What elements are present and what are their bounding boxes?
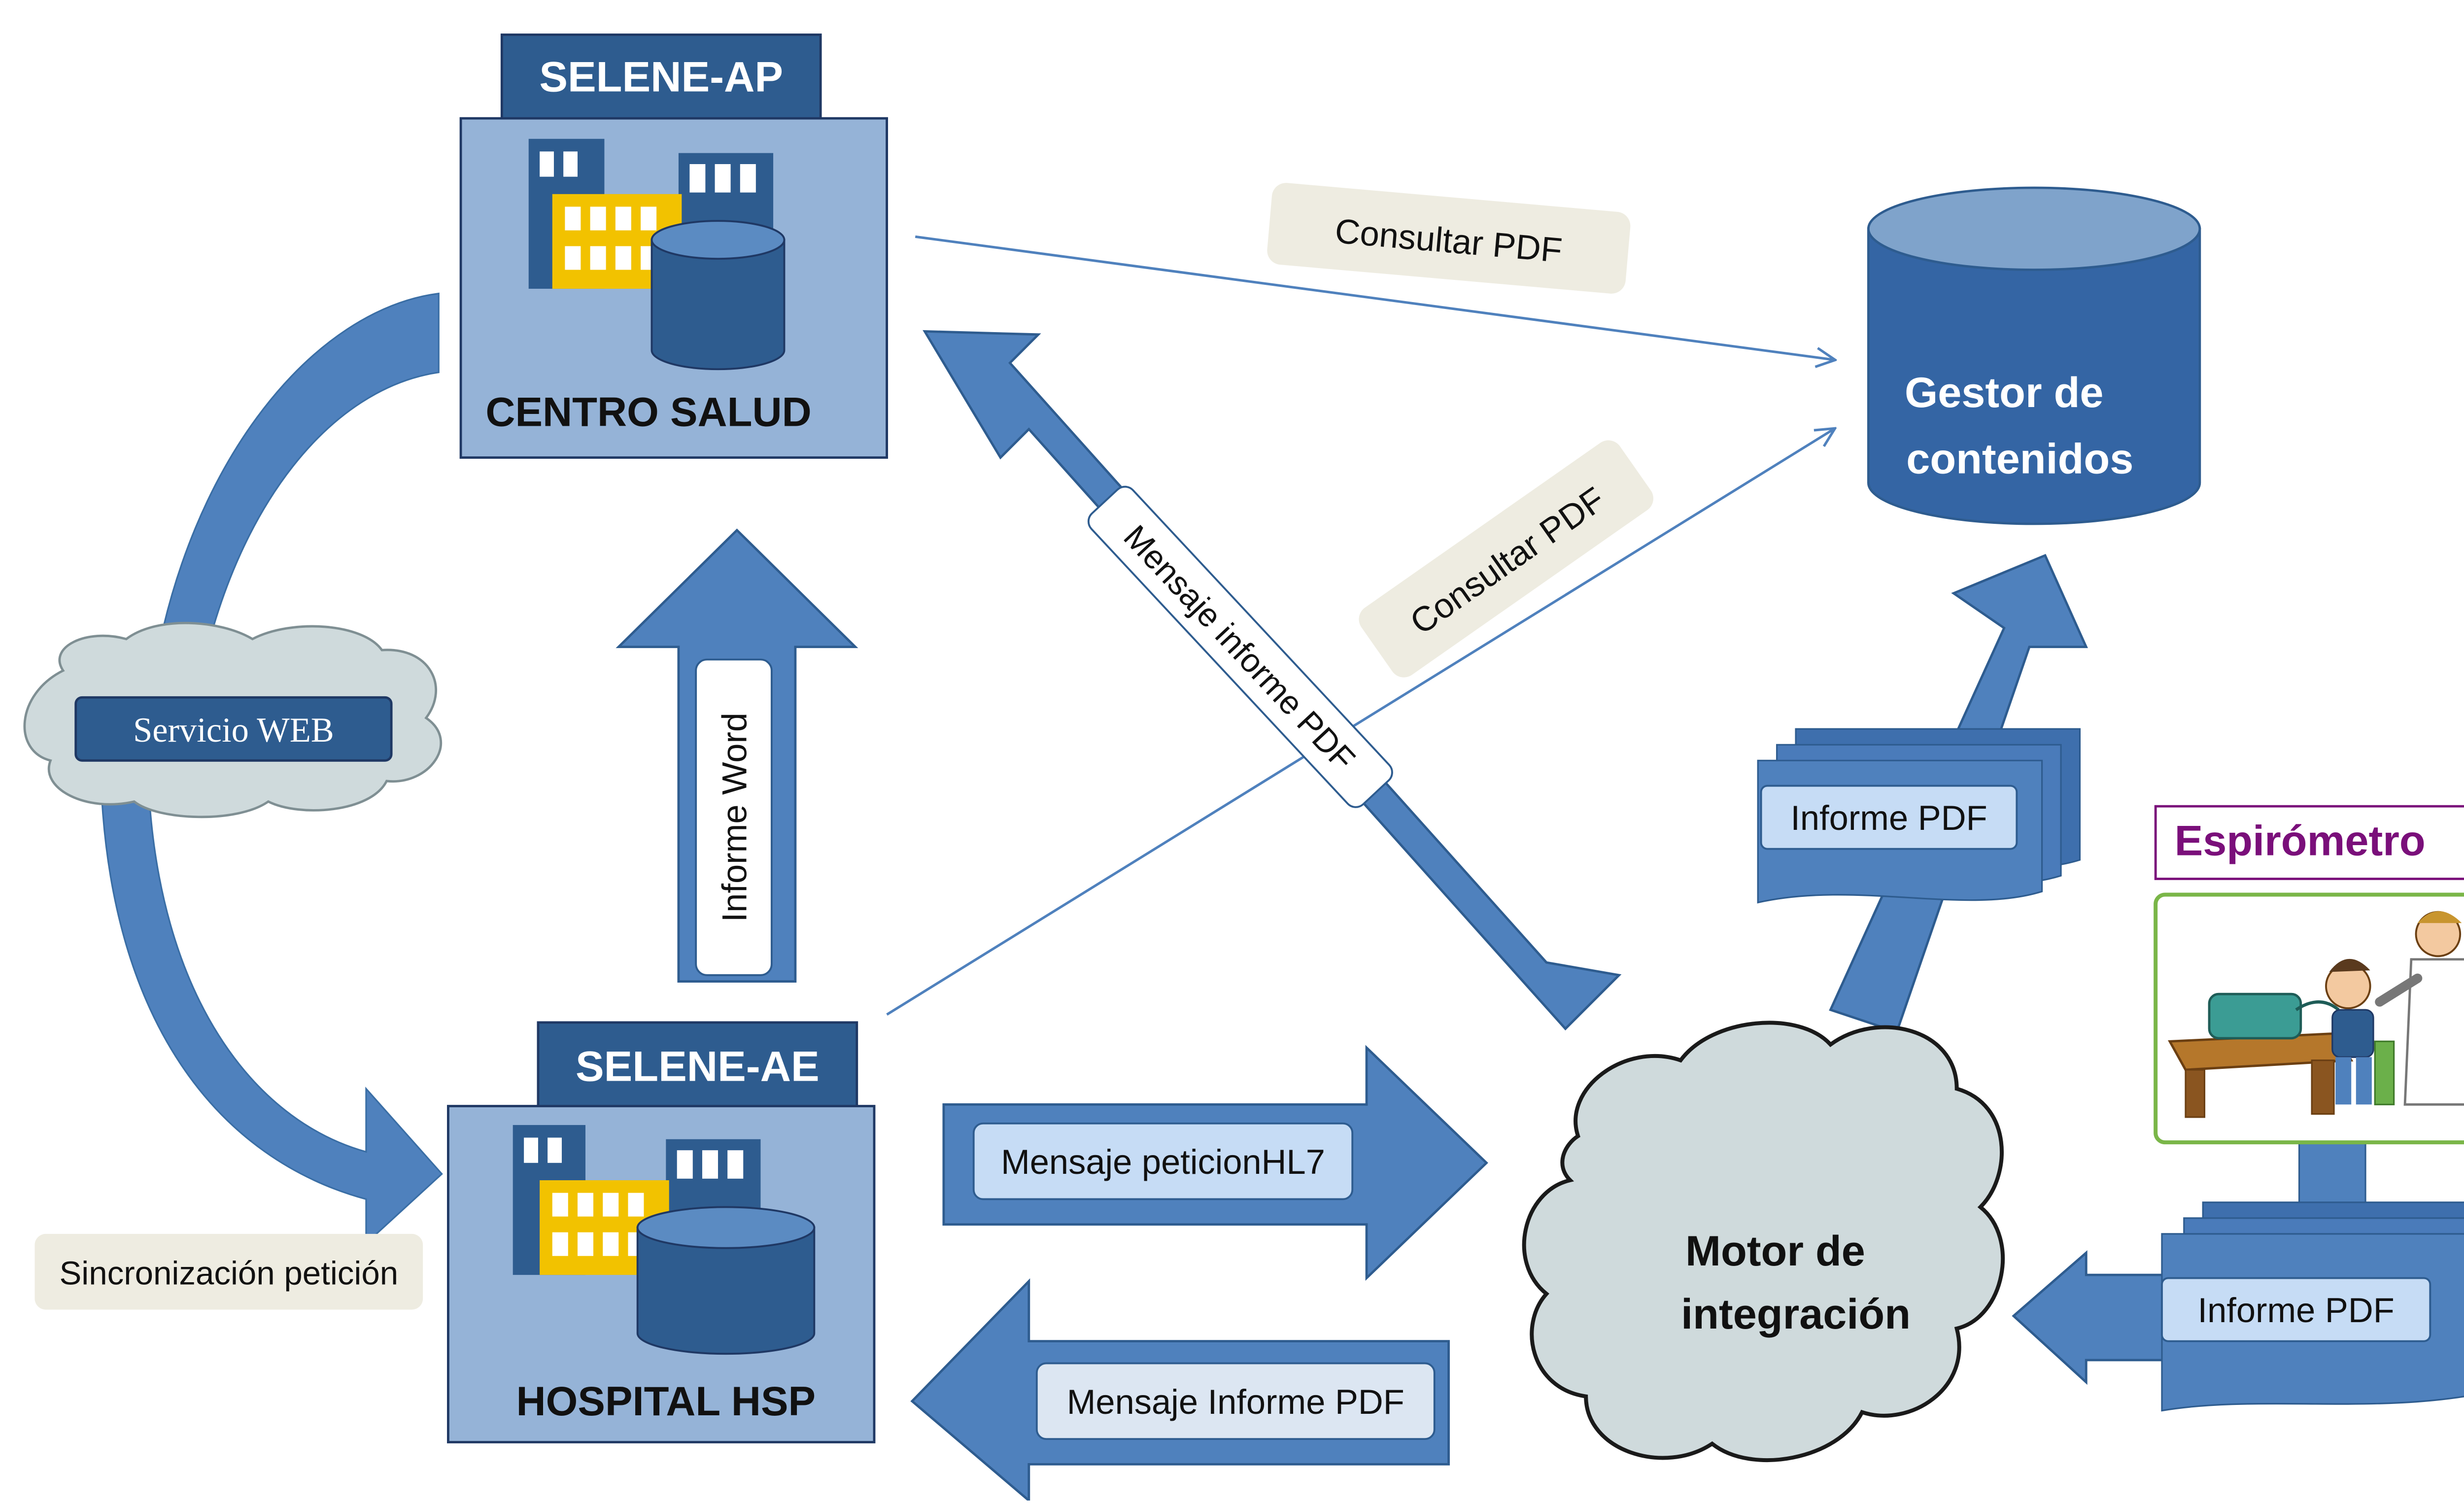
informe-pdf-lower-label: Informe PDF bbox=[2198, 1291, 2395, 1330]
mensaje-informe-pdf-bottom-label: Mensaje Informe PDF bbox=[1067, 1382, 1404, 1421]
selene-ap-label: SELENE-AP bbox=[539, 54, 783, 101]
espirometro-label: Espirómetro bbox=[2175, 817, 2426, 864]
sync-curve-top-arrow bbox=[152, 292, 440, 680]
sync-curve-bottom-arrow bbox=[100, 780, 443, 1245]
mensaje-peticion-label: Mensaje peticionHL7 bbox=[1001, 1142, 1325, 1181]
informe-word-note: Informe Word bbox=[695, 658, 773, 976]
gestor-label-line1: Gestor de bbox=[1905, 369, 2104, 416]
selene-ae-label: SELENE-AE bbox=[576, 1043, 820, 1090]
motor-label-line1: Motor de bbox=[1685, 1228, 1865, 1275]
centro-salud-label: CENTRO SALUD bbox=[485, 389, 811, 435]
gestor-label-line2: contenidos bbox=[1906, 436, 2133, 483]
consultar-pdf-line-diagonal bbox=[886, 429, 1834, 1016]
informe-word-label: Informe Word bbox=[715, 713, 754, 922]
sincronizacion-note: Sincronización petición bbox=[34, 1233, 423, 1310]
consultar-pdf-top-note: Consultar PDF bbox=[1267, 183, 1631, 294]
mensaje-informe-pdf-bottom-note: Mensaje Informe PDF bbox=[1035, 1362, 1436, 1440]
mensaje-informe-pdf-diagonal-label: Mensaje informe PDF bbox=[1116, 518, 1362, 778]
database-icon bbox=[636, 1206, 816, 1355]
selene-ae-tab bbox=[537, 1021, 858, 1109]
gestor-contenidos-node: Gestor de contenidos bbox=[1867, 186, 2201, 525]
motor-integracion-cloud: Motor de integración bbox=[1522, 1021, 2005, 1463]
espirometro-connector bbox=[2298, 1138, 2366, 1213]
consultar-pdf-line-top bbox=[915, 235, 1834, 360]
informe-pdf-stack-upper: Informe PDF bbox=[1757, 728, 2081, 904]
espirometro-title-box bbox=[2154, 805, 2464, 880]
hospital-node: SELENE-AE HOSPITAL HSP bbox=[447, 1021, 876, 1443]
motor-label-line2: integración bbox=[1681, 1291, 1911, 1338]
database-icon bbox=[650, 220, 786, 371]
espirometro-node: Espirómetro bbox=[2154, 805, 2464, 1145]
hospital-label: HOSPITAL HSP bbox=[516, 1378, 816, 1424]
informe-pdf-upper-label: Informe PDF bbox=[1790, 798, 1987, 837]
mensaje-informe-pdf-diagonal-note: Mensaje informe PDF bbox=[1087, 485, 1393, 808]
sincronizacion-label: Sincronización petición bbox=[59, 1255, 398, 1292]
selene-ap-tab bbox=[500, 34, 822, 121]
spirometry-illustration bbox=[2168, 911, 2464, 1118]
servicio-web-cloud: Servicio WEB bbox=[23, 621, 443, 819]
informe-pdf-stack-lower: Informe PDF bbox=[2161, 1201, 2464, 1412]
centro-salud-node: SELENE-AP CENTRO SALUD bbox=[459, 34, 889, 459]
consultar-pdf-diagonal-note: Consultar PDF bbox=[1359, 440, 1653, 678]
mensaje-peticion-note: Mensaje peticionHL7 bbox=[972, 1122, 1354, 1200]
servicio-web-label: Servicio WEB bbox=[133, 711, 334, 750]
